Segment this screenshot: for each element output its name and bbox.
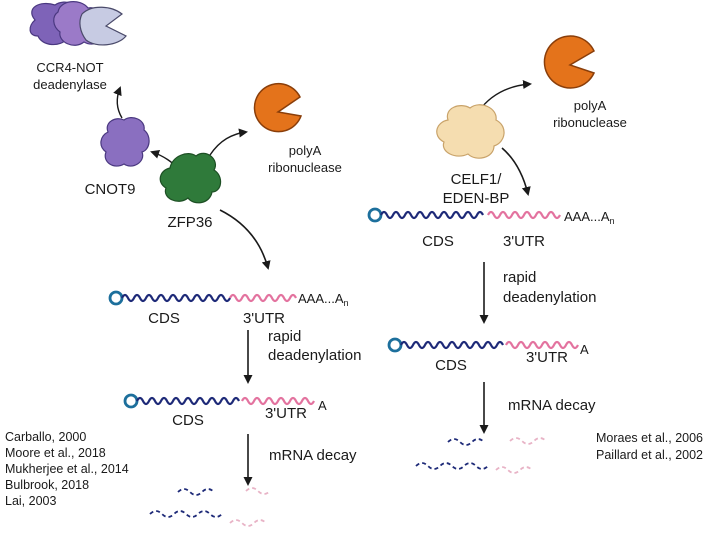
polya-tail-label: AAA...An <box>298 291 349 308</box>
utr-strand <box>505 340 579 350</box>
celf1-protein-icon <box>436 104 505 159</box>
ribonuclease-label-line1: polyA <box>289 143 322 158</box>
deadenylation-label-line1: rapid <box>503 269 536 286</box>
mrna-transcript-deadenylated <box>123 393 315 409</box>
deadenylation-label-line1: rapid <box>268 328 301 345</box>
mrna-cap-icon <box>108 290 124 306</box>
utr-label: 3'UTR <box>243 310 285 327</box>
ribonuclease-pacman-icon <box>253 82 303 133</box>
reference-item: Lai, 2003 <box>5 494 56 508</box>
cds-label: CDS <box>422 233 454 250</box>
utr-strand <box>487 210 561 220</box>
celf1-label-line2: EDEN-BP <box>443 190 510 207</box>
ccr4-not-label-line1: CCR4-NOT <box>36 60 103 75</box>
utr-label: 3'UTR <box>503 233 545 250</box>
ccr4-not-complex-icon <box>29 1 127 46</box>
ribonuclease-label-line2: ribonuclease <box>553 115 627 130</box>
mrna-cap-icon <box>387 337 403 353</box>
deadenylation-label-line2: deadenylation <box>503 289 596 306</box>
reference-item: Paillard et al., 2002 <box>596 448 703 462</box>
ribonuclease-pacman-icon <box>543 35 596 89</box>
deadenylation-label-line2: deadenylation <box>268 347 361 364</box>
mrna-transcript-full <box>108 290 297 306</box>
cds-strand <box>380 210 484 220</box>
degraded-mrna-fragments <box>149 487 271 527</box>
utr-label: 3'UTR <box>265 405 307 422</box>
arrow-zfp36-to-ribonuclease <box>209 128 248 156</box>
mrna-cap-icon <box>123 393 139 409</box>
cds-strand <box>400 340 504 350</box>
cnot9-label: CNOT9 <box>85 181 136 198</box>
arrow-celf1-to-mrna <box>501 147 531 196</box>
polya-tail-label: A <box>318 398 327 413</box>
polya-tail-label: AAA...An <box>564 209 615 226</box>
mrna-decay-label: mRNA decay <box>508 397 596 414</box>
cds-strand <box>121 293 231 303</box>
zfp36-protein-icon <box>159 152 222 204</box>
cds-label: CDS <box>172 412 204 429</box>
arrow-cnot9-to-ccr4 <box>113 86 123 119</box>
mrna-cap-icon <box>367 207 383 223</box>
zfp36-label: ZFP36 <box>167 214 212 231</box>
polya-tail-label: A <box>580 342 589 357</box>
ribonuclease-label-line1: polyA <box>574 98 607 113</box>
cds-strand <box>136 396 240 406</box>
arrow-zfp36-to-mrna <box>219 209 271 270</box>
reference-item: Bulbrook, 2018 <box>5 478 89 492</box>
ccr4-not-label-line2: deadenylase <box>33 77 107 92</box>
cds-label: CDS <box>148 310 180 327</box>
mrna-decay-label: mRNA decay <box>269 447 357 464</box>
utr-label: 3'UTR <box>526 349 568 366</box>
degraded-mrna-fragments <box>415 437 547 474</box>
reference-item: Moore et al., 2018 <box>5 446 106 460</box>
celf1-label-line1: CELF1/ <box>451 171 503 188</box>
reference-item: Mukherjee et al., 2014 <box>5 462 129 476</box>
cnot9-protein-icon <box>100 117 150 167</box>
utr-strand <box>241 396 315 406</box>
reference-item: Carballo, 2000 <box>5 430 86 444</box>
reference-item: Moraes et al., 2006 <box>596 431 703 445</box>
utr-strand <box>229 293 297 303</box>
mrna-transcript-full <box>367 207 561 223</box>
ribonuclease-label-line2: ribonuclease <box>268 160 342 175</box>
mrna-transcript-deadenylated <box>387 337 579 353</box>
cds-label: CDS <box>435 357 467 374</box>
